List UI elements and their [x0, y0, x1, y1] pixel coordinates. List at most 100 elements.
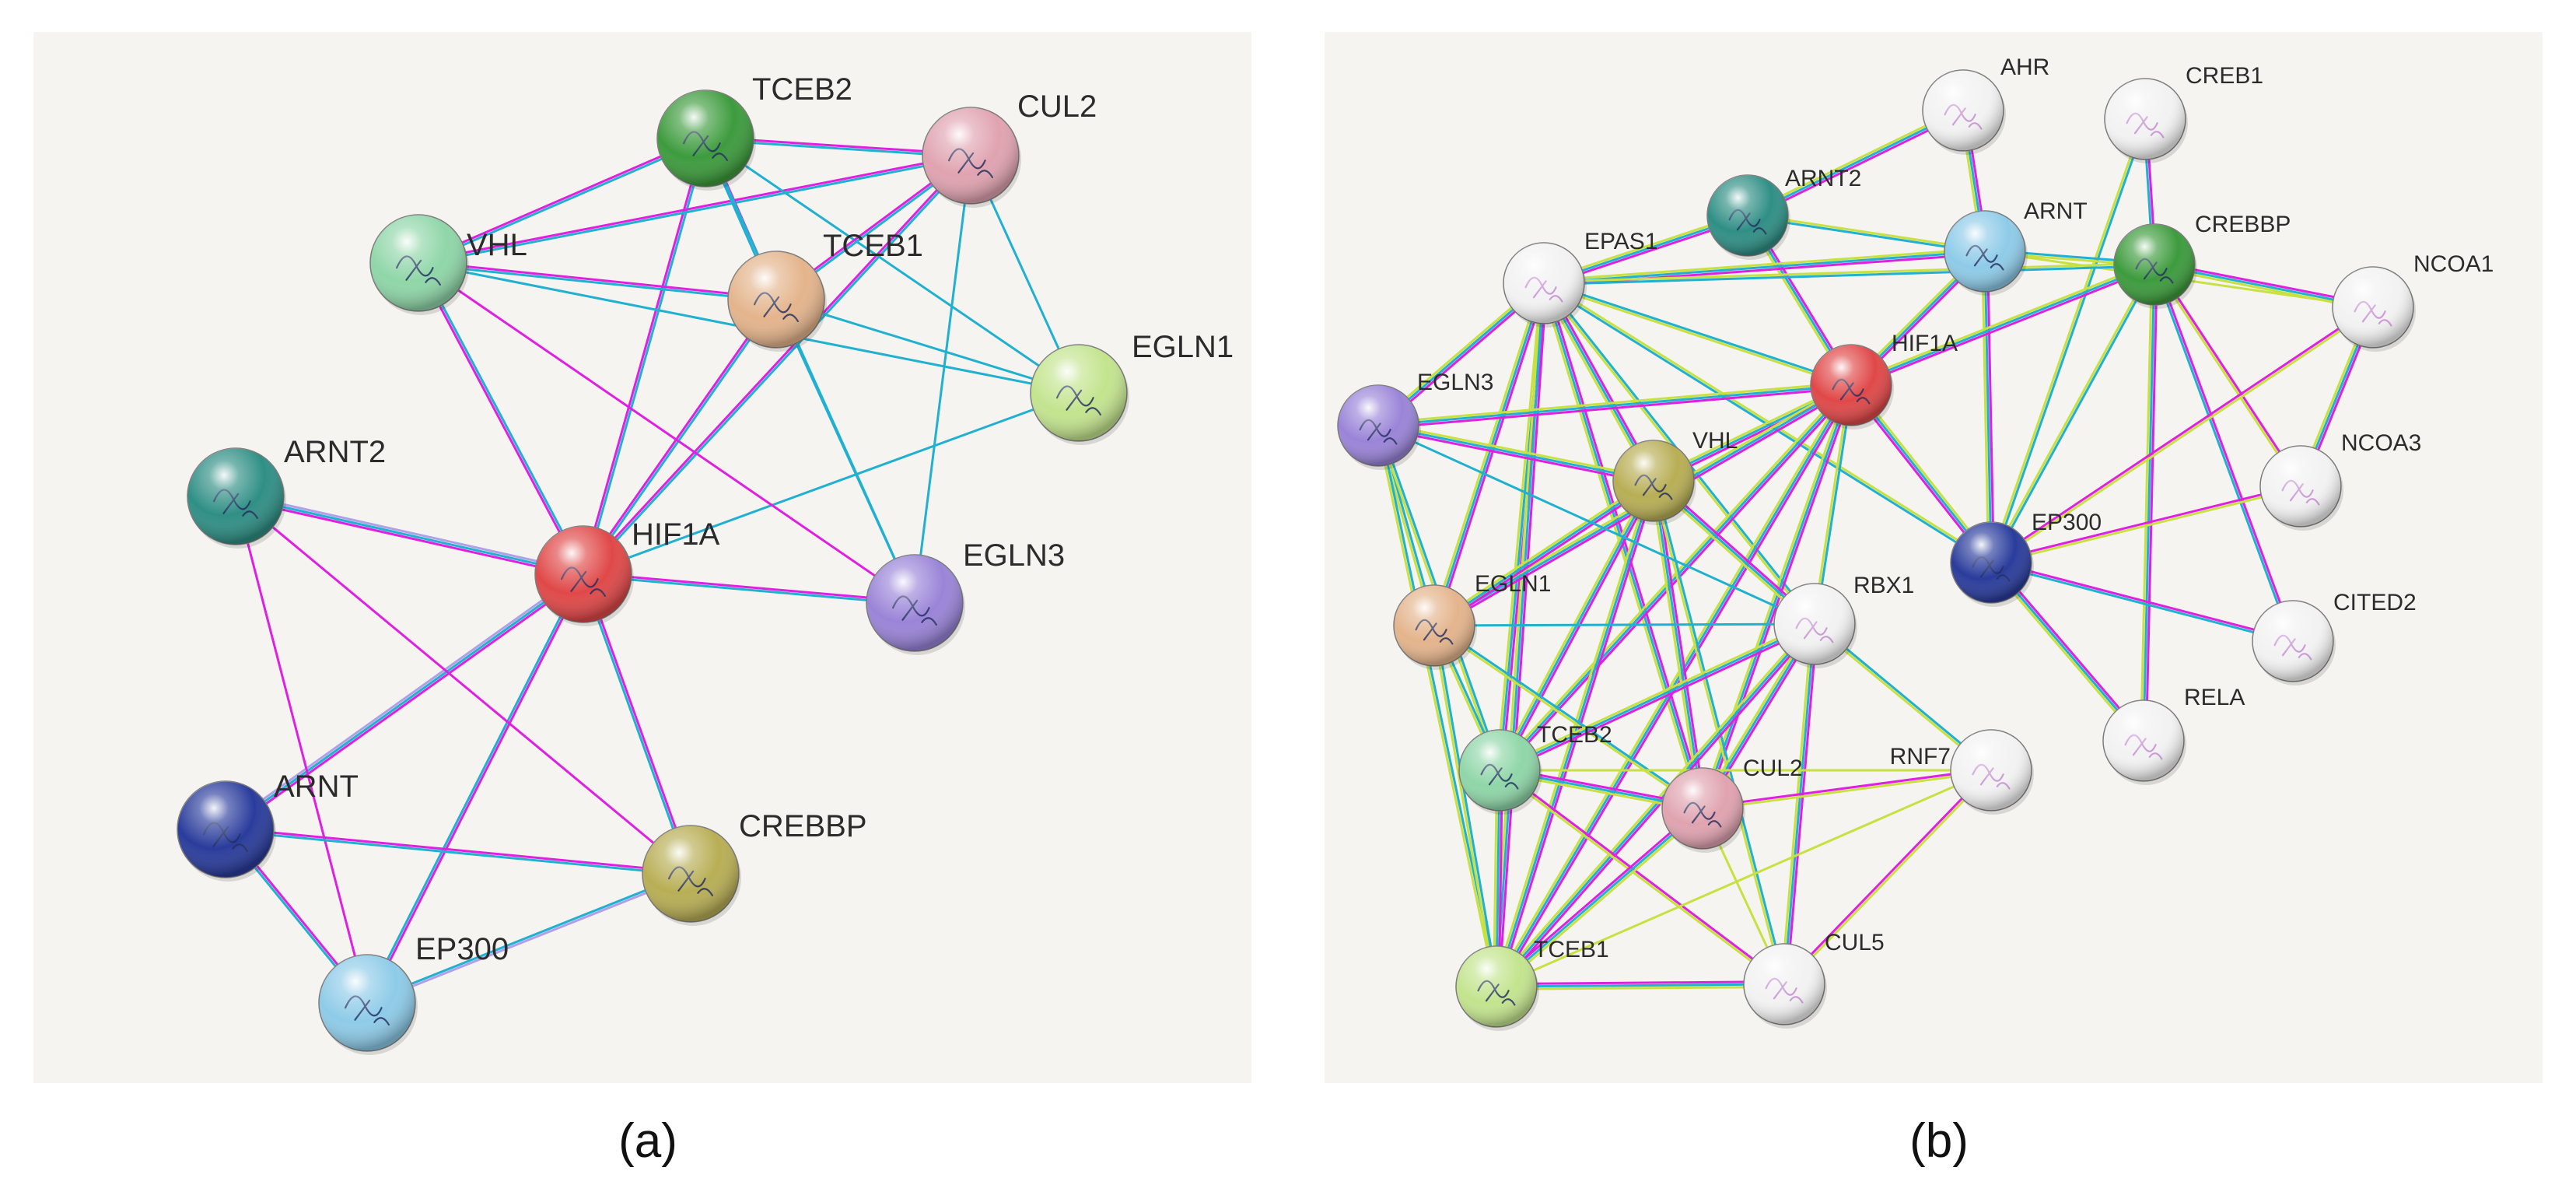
edge-strand	[1989, 305, 2374, 563]
node-egln1[interactable]: EGLN1	[1393, 571, 1551, 670]
node-highlight	[1662, 768, 1743, 849]
node-creb1[interactable]: CREB1	[2104, 63, 2263, 163]
node-arnt2[interactable]: ARNT2	[187, 435, 386, 549]
node-highlight	[2105, 79, 2186, 160]
edge-strand	[234, 495, 585, 576]
edge-cul5-rnf7	[1782, 768, 1993, 987]
edge-strand	[417, 156, 972, 266]
edge-hif1a-egln3	[582, 571, 916, 606]
edge-strand	[1434, 482, 1657, 629]
edge-strand	[913, 154, 972, 605]
node-label: NCOA1	[2413, 251, 2494, 277]
node-vhl[interactable]: VHL	[1612, 428, 1738, 525]
node-egln3[interactable]: EGLN3	[866, 538, 1065, 655]
edge-strand	[1499, 768, 1787, 985]
node-label: ARNT2	[1785, 166, 1861, 191]
node-arnt[interactable]: ARNT	[177, 770, 359, 882]
node-highlight	[1338, 385, 1419, 466]
edge-strand	[1377, 381, 1853, 425]
node-arnt2[interactable]: ARNT2	[1706, 166, 1861, 260]
node-hif1a[interactable]: HIF1A	[534, 517, 720, 626]
edge-strand	[233, 497, 584, 578]
node-epas1[interactable]: EPAS1	[1503, 229, 1658, 328]
edge-strand	[1377, 422, 1656, 480]
node-label: AHR	[2000, 54, 2049, 80]
edge-strand	[1542, 261, 2156, 283]
node-arnt[interactable]: ARNT	[1944, 198, 2088, 296]
edge-strand	[1990, 264, 2157, 565]
node-highlight	[1951, 522, 2032, 603]
edge-strand	[1981, 250, 1990, 564]
edge-strand	[234, 495, 692, 875]
edge-strand	[1497, 770, 1785, 987]
edge-ep300-ncoa1	[1989, 305, 2375, 565]
node-ep300[interactable]: EP300	[1950, 510, 2102, 607]
edge-strand	[1542, 265, 2156, 286]
node-tceb2[interactable]: TCEB2	[1458, 722, 1612, 815]
node-cul2[interactable]: CUL2	[1661, 756, 1803, 853]
node-tceb2[interactable]: TCEB2	[656, 72, 852, 191]
node-label: VHL	[1692, 428, 1738, 454]
edge-hif1a-egln1	[582, 391, 1080, 576]
edge-ep300-crebbp	[365, 871, 693, 1006]
node-ncoa1[interactable]: NCOA1	[2332, 251, 2494, 352]
edge-strand	[1542, 250, 1986, 285]
edge-crebbp-hif1a	[1849, 261, 2157, 389]
node-ep300[interactable]: EP300	[318, 932, 509, 1055]
edge-strand	[1433, 623, 1705, 809]
edge-strand	[1989, 262, 2155, 563]
edge-cul2-rnf7	[1701, 767, 1993, 812]
edge-strand	[1701, 384, 1853, 810]
node-label: RNF7	[1890, 744, 1951, 770]
node-hif1a[interactable]: HIF1A	[1810, 331, 1958, 429]
node-label: EGLN1	[1132, 330, 1234, 364]
node-rbx1[interactable]: RBX1	[1773, 573, 1914, 668]
panel-b-background	[1325, 32, 2543, 1083]
node-crebbp[interactable]: CREBBP	[2113, 212, 2291, 309]
edge-hif1a-arnt2	[233, 493, 586, 578]
edge-vhl-egln3	[417, 261, 916, 605]
edge-strand	[364, 572, 583, 1004]
node-tceb1[interactable]: TCEB1	[727, 229, 923, 352]
node-highlight	[187, 448, 284, 545]
edge-strand	[1433, 282, 1545, 627]
edge-creb1-ep300	[1988, 117, 2148, 565]
node-highlight	[1811, 345, 1892, 426]
edge-strand	[1493, 382, 1850, 987]
node-cul2[interactable]: CUL2	[922, 89, 1097, 208]
edge-hif1a-crebbp	[580, 572, 694, 876]
node-label: HIF1A	[632, 517, 720, 552]
node-egln1[interactable]: EGLN1	[1030, 330, 1234, 445]
node-label: EP300	[2032, 510, 2102, 535]
node-rela[interactable]: RELA	[2102, 685, 2245, 785]
node-rnf7[interactable]: RNF7	[1890, 729, 2034, 815]
node-vhl[interactable]: VHL	[369, 214, 527, 315]
edge-tceb1-cul2	[1493, 805, 1706, 990]
node-tceb1[interactable]: TCEB1	[1455, 937, 1609, 1031]
edge-strand	[582, 574, 916, 606]
edge-tceb2-egln1	[704, 137, 1080, 394]
edge-strand	[416, 135, 706, 263]
edge-strand	[1377, 386, 1853, 429]
node-ncoa3[interactable]: NCOA3	[2259, 430, 2421, 531]
edge-strand	[224, 826, 692, 874]
node-egln3[interactable]: EGLN3	[1337, 370, 1493, 470]
node-highlight	[1503, 243, 1584, 324]
node-cited2[interactable]: CITED2	[2252, 590, 2417, 685]
node-crebbp[interactable]: CREBBP	[642, 809, 867, 926]
edge-strand	[1431, 477, 1654, 625]
node-label: EP300	[415, 932, 509, 966]
edge-strand	[582, 571, 916, 603]
node-highlight	[319, 955, 415, 1051]
node-cul5[interactable]: CUL5	[1743, 930, 1885, 1029]
edge-strand	[1433, 479, 1655, 627]
edge-strand	[1699, 383, 1850, 809]
node-highlight	[922, 107, 1019, 204]
edge-crebbp-epas1	[1542, 261, 2156, 286]
node-ahr[interactable]: AHR	[1922, 54, 2049, 155]
node-label: CREB1	[2186, 63, 2263, 89]
edge-strand	[418, 261, 586, 575]
edge-strand	[1430, 281, 1543, 626]
